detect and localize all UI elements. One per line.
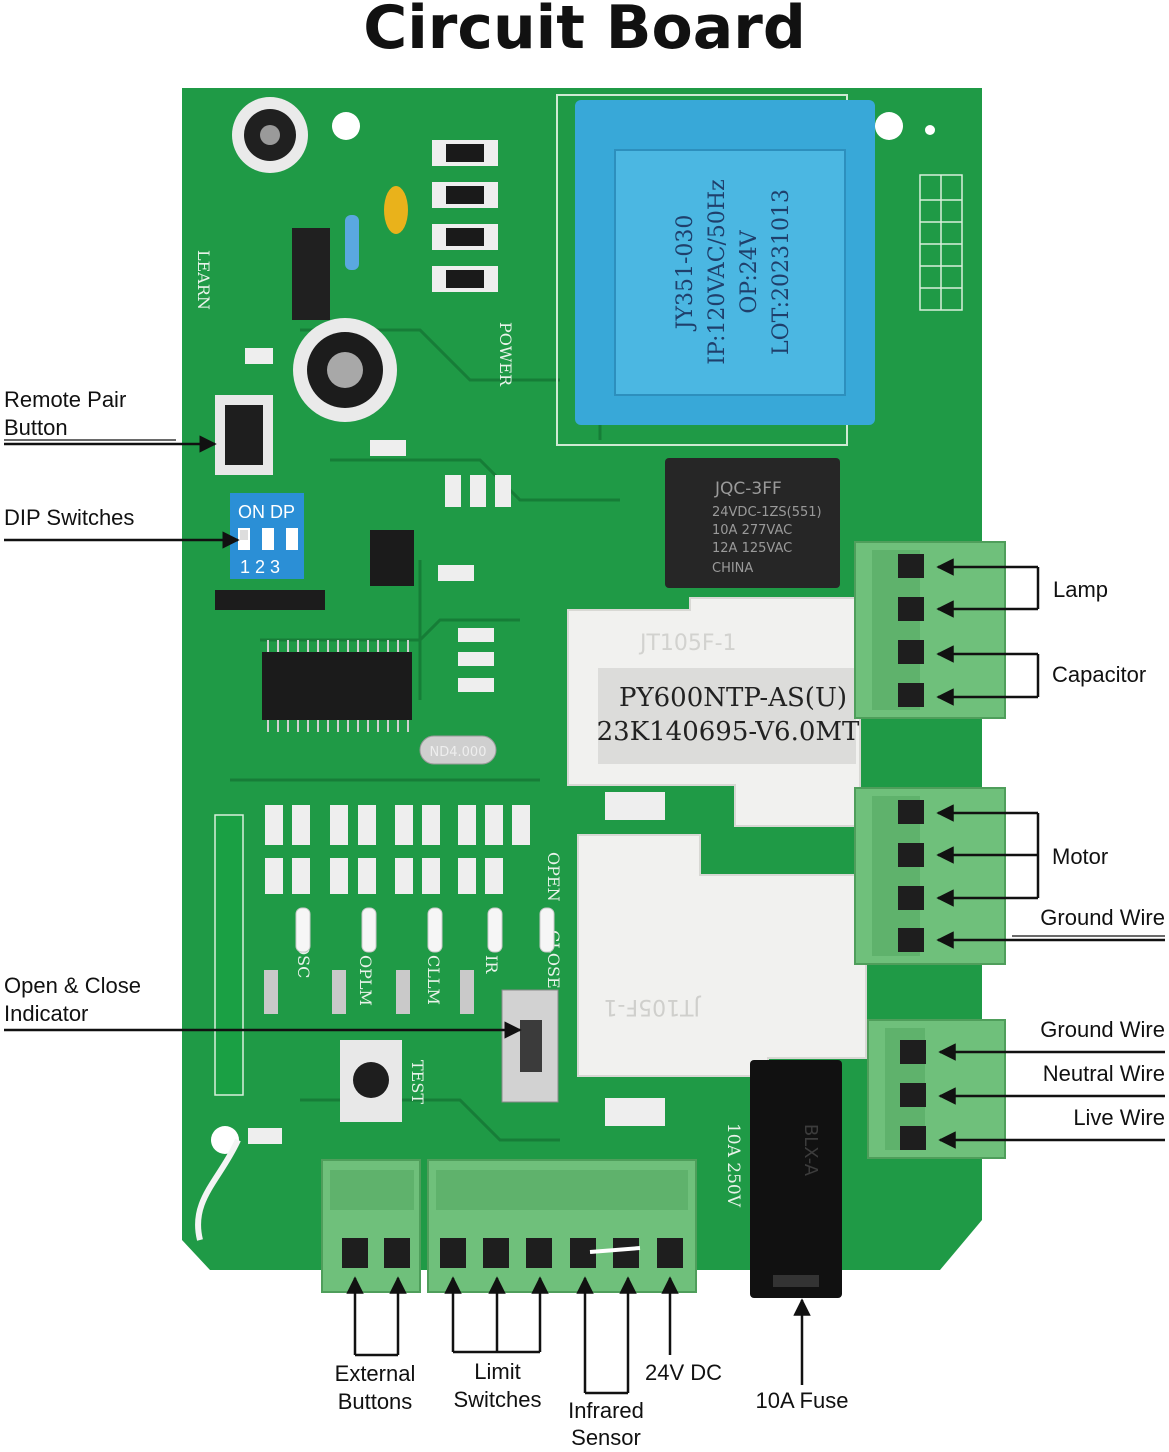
crystal-label: ND4.000 <box>430 745 487 760</box>
label-infrared-sensor-line2: Sensor <box>571 1425 641 1450</box>
diode-array <box>432 140 498 292</box>
label-limit-switches-line2: Switches <box>453 1387 542 1412</box>
smd-leds <box>295 907 555 953</box>
relay-small-line2: 10A 277VAC <box>712 523 792 538</box>
crystal <box>419 735 497 765</box>
fuse-rating: 10A 250V <box>723 1123 743 1208</box>
date-code-grid <box>919 174 963 311</box>
terminal-block-external <box>321 1159 421 1293</box>
ic-small <box>370 530 414 586</box>
fuse-body-label: BLX-A <box>800 1124 821 1177</box>
regulator <box>292 228 330 320</box>
terminal-block-lamp-capacitor <box>854 541 1006 719</box>
fuse-slot <box>773 1275 819 1287</box>
silk-test: TEST <box>408 1060 427 1104</box>
label-ground-wire-2: Ground Wire <box>1040 1017 1165 1042</box>
silk-open: OPEN <box>544 852 563 902</box>
relay-main-label-1: PY600NTP-AS(U) <box>619 683 847 713</box>
relay-bottom <box>577 834 867 1077</box>
resistor <box>345 215 359 270</box>
label-10a-fuse: 10A Fuse <box>755 1388 849 1413</box>
transformer-label-3: OP:24V <box>737 229 762 313</box>
label-capacitor: Capacitor <box>1052 662 1147 687</box>
label-remote-pair-line2: Button <box>4 415 68 440</box>
label-external-buttons-line2: Buttons <box>337 1389 413 1414</box>
smd-components <box>245 348 665 1144</box>
relay-small-line3: 12A 125VAC <box>712 541 792 556</box>
silk-ir: IR <box>482 955 501 974</box>
slide-switch <box>501 989 559 1103</box>
relay-small-line1: 24VDC-1ZS(551) <box>712 505 822 520</box>
mount-hole <box>875 112 903 140</box>
silk-power: POWER <box>496 322 515 387</box>
label-24v-dc: 24V DC <box>645 1360 723 1385</box>
relay-small-line4: CHINA <box>712 561 753 576</box>
antenna-wire <box>195 1138 241 1241</box>
terminal-block-sensors <box>427 1159 697 1293</box>
label-live-wire: Live Wire <box>1073 1105 1165 1130</box>
relay-small <box>665 458 840 588</box>
label-open-close-line2: Indicator <box>4 1001 89 1026</box>
label-ground-wire-1: Ground Wire <box>1040 905 1165 930</box>
fuse-holder <box>750 1060 842 1298</box>
silk-learn: LEARN <box>194 250 213 310</box>
transformer-core <box>614 149 846 396</box>
relay-main-label-2: 23K140695-V6.0MT <box>597 717 860 747</box>
transformer-label-1: JY351-030 <box>673 215 698 332</box>
label-infrared-sensor-line1: Infrared <box>568 1398 644 1423</box>
mount-hole <box>925 125 935 135</box>
dip-on-label: ON DP <box>238 502 295 522</box>
callout-underlines <box>4 439 1165 937</box>
label-lamp: Lamp <box>1053 577 1109 602</box>
smd-diodes-red <box>264 970 474 1014</box>
label-dip-switches: DIP Switches <box>4 505 135 530</box>
capacitor-yellow <box>384 186 408 234</box>
label-neutral-wire: Neutral Wire <box>1042 1061 1165 1086</box>
transformer-label-2: IP:120VAC/50Hz <box>705 179 730 364</box>
page-title: Circuit Board <box>363 0 806 63</box>
relay-small-model: JQC-3FF <box>714 479 782 499</box>
side-connector <box>214 814 244 1096</box>
mount-hole <box>332 112 360 140</box>
relay-bottom-model: JT105F-1 <box>603 994 702 1019</box>
silk-cllm: CLLM <box>424 955 443 1005</box>
ic-main <box>262 652 412 720</box>
label-motor: Motor <box>1052 844 1109 869</box>
silk-oplm: OPLM <box>356 955 375 1006</box>
label-external-buttons-line1: External <box>334 1361 416 1386</box>
callout-lines <box>4 435 1165 1395</box>
relay-top-model: JT105F-1 <box>638 631 737 656</box>
transformer-label-4: LOT:20231013 <box>769 189 794 355</box>
relay-main-label-bg <box>598 668 856 764</box>
dip-num-label: 1 2 3 <box>240 557 280 577</box>
terminal-block-motor-ground <box>854 787 1006 965</box>
label-remote-pair-line1: Remote Pair <box>4 387 127 412</box>
terminal-block-power <box>867 1019 1006 1159</box>
label-open-close-line1: Open & Close <box>4 973 141 998</box>
label-limit-switches-line1: Limit <box>474 1359 521 1384</box>
